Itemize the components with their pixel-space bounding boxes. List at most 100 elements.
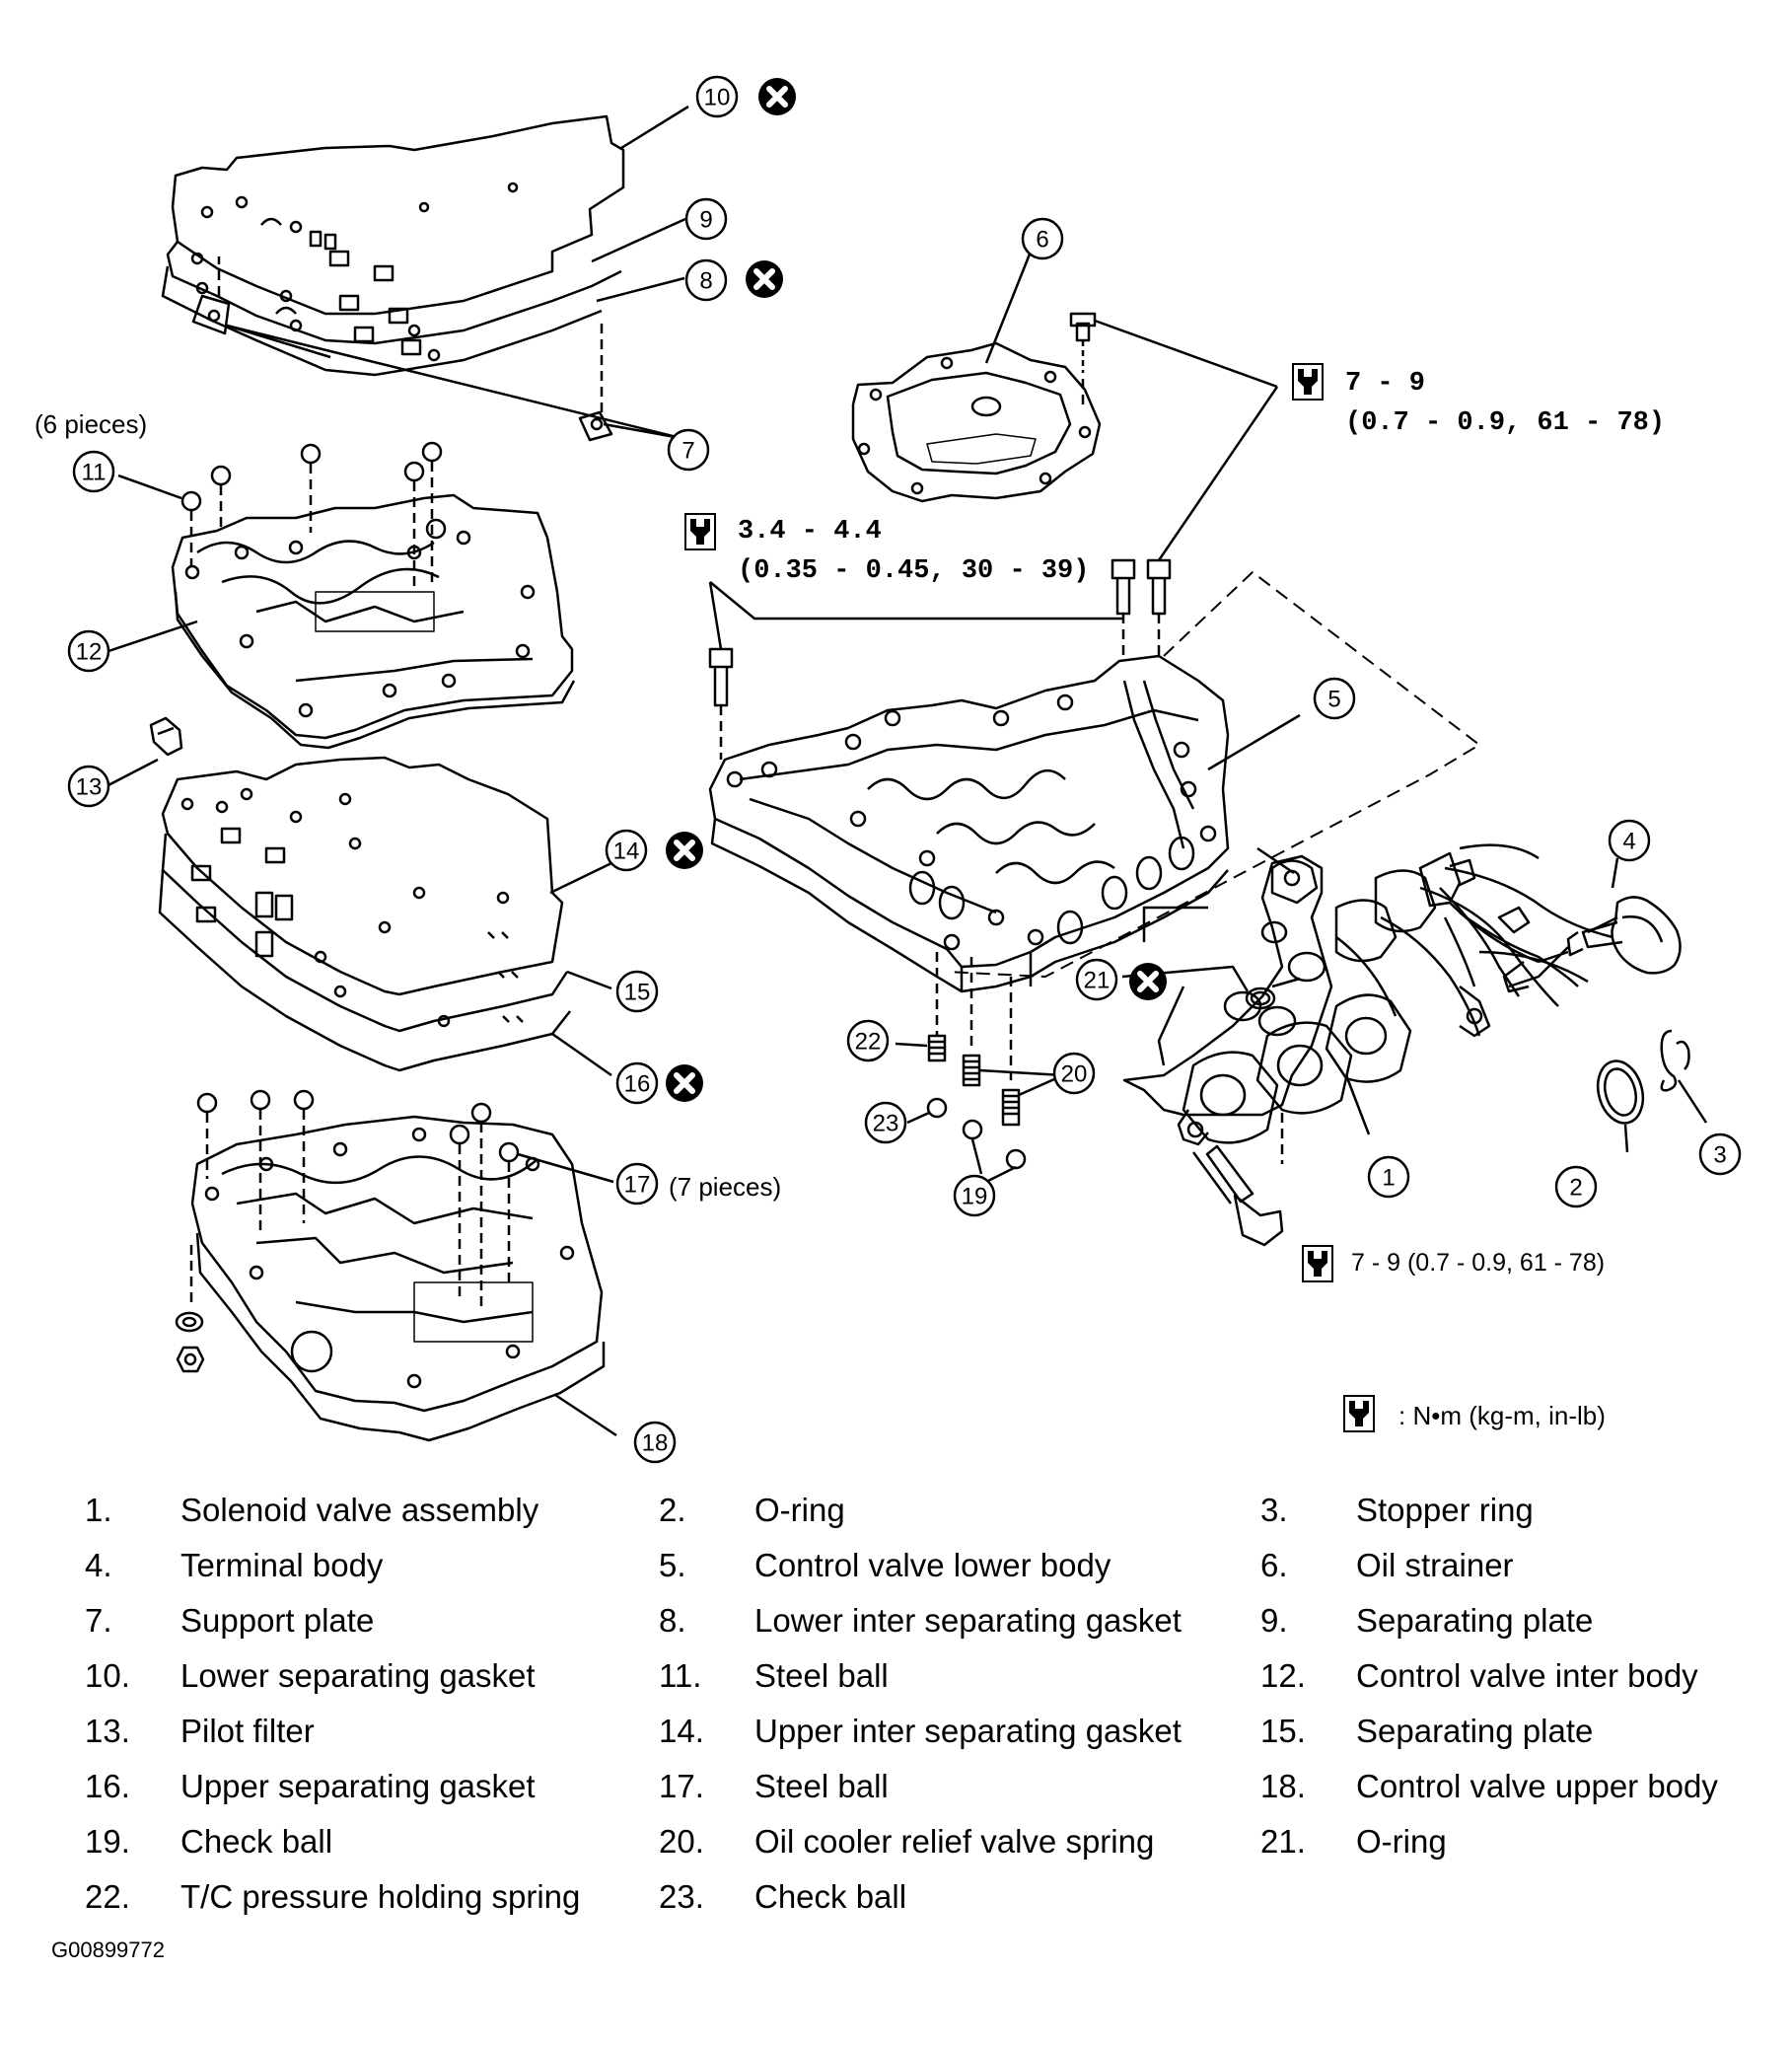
oil-strainer-6 <box>851 251 1102 503</box>
callout-number-3: 3 <box>1713 1142 1726 1169</box>
part-name: Oil strainer <box>1356 1547 1514 1583</box>
torque-spec-strainer-line1: 7 - 9 <box>1345 369 1426 399</box>
part-name: Control valve upper body <box>1356 1768 1718 1804</box>
torque-unit-legend: : N•m (kg-m, in-lb) <box>1398 1401 1606 1430</box>
callout-18 <box>633 1421 677 1464</box>
figure-code: G00899772 <box>51 1937 165 1962</box>
wrench-icon <box>1343 1395 1375 1432</box>
note-six-pieces: (6 pieces) <box>35 409 148 439</box>
callout-14 <box>605 829 648 872</box>
part-number: 14. <box>659 1713 704 1749</box>
part-number: 22. <box>85 1878 130 1915</box>
callout-number-21: 21 <box>1084 968 1111 994</box>
part-name: Lower inter separating gasket <box>754 1602 1182 1639</box>
o-ring-2 <box>1596 1060 1645 1153</box>
terminal-body-4 <box>1418 851 1682 1038</box>
callout-number-4: 4 <box>1622 829 1635 855</box>
callout-number-14: 14 <box>613 839 640 865</box>
callout-10 <box>695 75 739 118</box>
callout-number-19: 19 <box>962 1184 988 1210</box>
part-number: 8. <box>659 1602 686 1639</box>
part-name: Separating plate <box>1356 1713 1594 1749</box>
washer-and-nut <box>175 1245 205 1373</box>
bolts-lower-body <box>708 386 1279 760</box>
part-name: Terminal body <box>180 1547 384 1583</box>
part-number: 16. <box>85 1768 130 1804</box>
callout-number-20: 20 <box>1061 1061 1088 1088</box>
part-name: Lower separating gasket <box>180 1657 536 1694</box>
callout-number-1: 1 <box>1382 1165 1395 1192</box>
part-number: 6. <box>1260 1547 1288 1583</box>
callout-7 <box>667 428 710 472</box>
part-number: 18. <box>1260 1768 1306 1804</box>
torque-spec-strainer-line2: (0.7 - 0.9, 61 - 78) <box>1345 408 1666 438</box>
callout-9 <box>684 197 728 241</box>
part-number: 20. <box>659 1823 704 1860</box>
note-seven-pieces: (7 pieces) <box>669 1172 782 1202</box>
part-number: 15. <box>1260 1713 1306 1749</box>
part-number: 12. <box>1260 1657 1306 1694</box>
part-number: 13. <box>85 1713 130 1749</box>
callout-number-17: 17 <box>624 1172 651 1199</box>
callout-number-7: 7 <box>681 438 694 465</box>
callout-17 <box>615 1162 659 1206</box>
part-name: Control valve lower body <box>754 1547 1111 1583</box>
part-name: Pilot filter <box>180 1713 315 1749</box>
torque-spec-lower-body-line1: 3.4 - 4.4 <box>738 517 882 547</box>
callout-5 <box>1313 677 1356 720</box>
part-number: 1. <box>85 1492 112 1528</box>
part-number: 11. <box>659 1657 702 1694</box>
part-number: 2. <box>659 1492 686 1528</box>
springs-and-check-balls <box>895 952 1064 1184</box>
wrench-icon <box>1292 363 1324 401</box>
part-name: Control valve inter body <box>1356 1657 1698 1694</box>
callout-number-11: 11 <box>82 460 107 486</box>
lower-inter-separating-gasket-8 <box>161 265 603 377</box>
stopper-ring-3 <box>1660 1029 1708 1124</box>
callout-number-8: 8 <box>699 268 712 295</box>
control-valve-upper-body-18 <box>190 1115 617 1442</box>
callout-23 <box>864 1101 907 1144</box>
callout-number-23: 23 <box>873 1111 899 1137</box>
part-name: Steel ball <box>754 1657 889 1694</box>
callout-4 <box>1608 819 1651 862</box>
callout-22 <box>846 1019 890 1062</box>
callout-number-22: 22 <box>855 1029 882 1056</box>
part-name: Check ball <box>754 1878 907 1915</box>
separating-plate-9 <box>166 241 622 345</box>
solenoid-bolt <box>1191 1144 1284 1247</box>
part-name: O-ring <box>754 1492 845 1528</box>
part-name: Solenoid valve assembly <box>180 1492 539 1528</box>
callout-number-16: 16 <box>624 1071 651 1098</box>
callout-number-9: 9 <box>699 207 712 234</box>
solenoid-valve-assembly-1 <box>1122 843 1613 1164</box>
callout-16 <box>615 1061 659 1105</box>
callout-13 <box>67 765 110 808</box>
callout-number-12: 12 <box>76 639 103 666</box>
callout-12 <box>67 629 110 673</box>
part-name: T/C pressure holding spring <box>180 1878 581 1915</box>
callout-20 <box>1052 1052 1096 1095</box>
control-valve-lower-body-5 <box>708 571 1480 993</box>
callout-1 <box>1367 1155 1410 1199</box>
callout-8 <box>684 258 728 302</box>
part-number: 21. <box>1260 1823 1306 1860</box>
part-number: 10. <box>85 1657 130 1694</box>
part-name: Stopper ring <box>1356 1492 1534 1528</box>
gasket-10 <box>171 114 625 316</box>
callout-2 <box>1554 1165 1598 1208</box>
part-number: 9. <box>1260 1602 1288 1639</box>
steel-balls-17 <box>196 1089 614 1312</box>
part-number: 3. <box>1260 1492 1288 1528</box>
callout-3 <box>1698 1133 1742 1176</box>
steel-balls-11 <box>117 441 447 587</box>
o-ring-21 <box>1245 977 1301 1010</box>
part-name: Oil cooler relief valve spring <box>754 1823 1155 1860</box>
torque-spec-lower-body-line2: (0.35 - 0.45, 30 - 39) <box>738 556 1090 586</box>
part-name: Separating plate <box>1356 1602 1594 1639</box>
part-name: Support plate <box>180 1602 375 1639</box>
part-name: Upper inter separating gasket <box>754 1713 1182 1749</box>
support-plate-7 <box>191 256 681 442</box>
part-number: 7. <box>85 1602 112 1639</box>
